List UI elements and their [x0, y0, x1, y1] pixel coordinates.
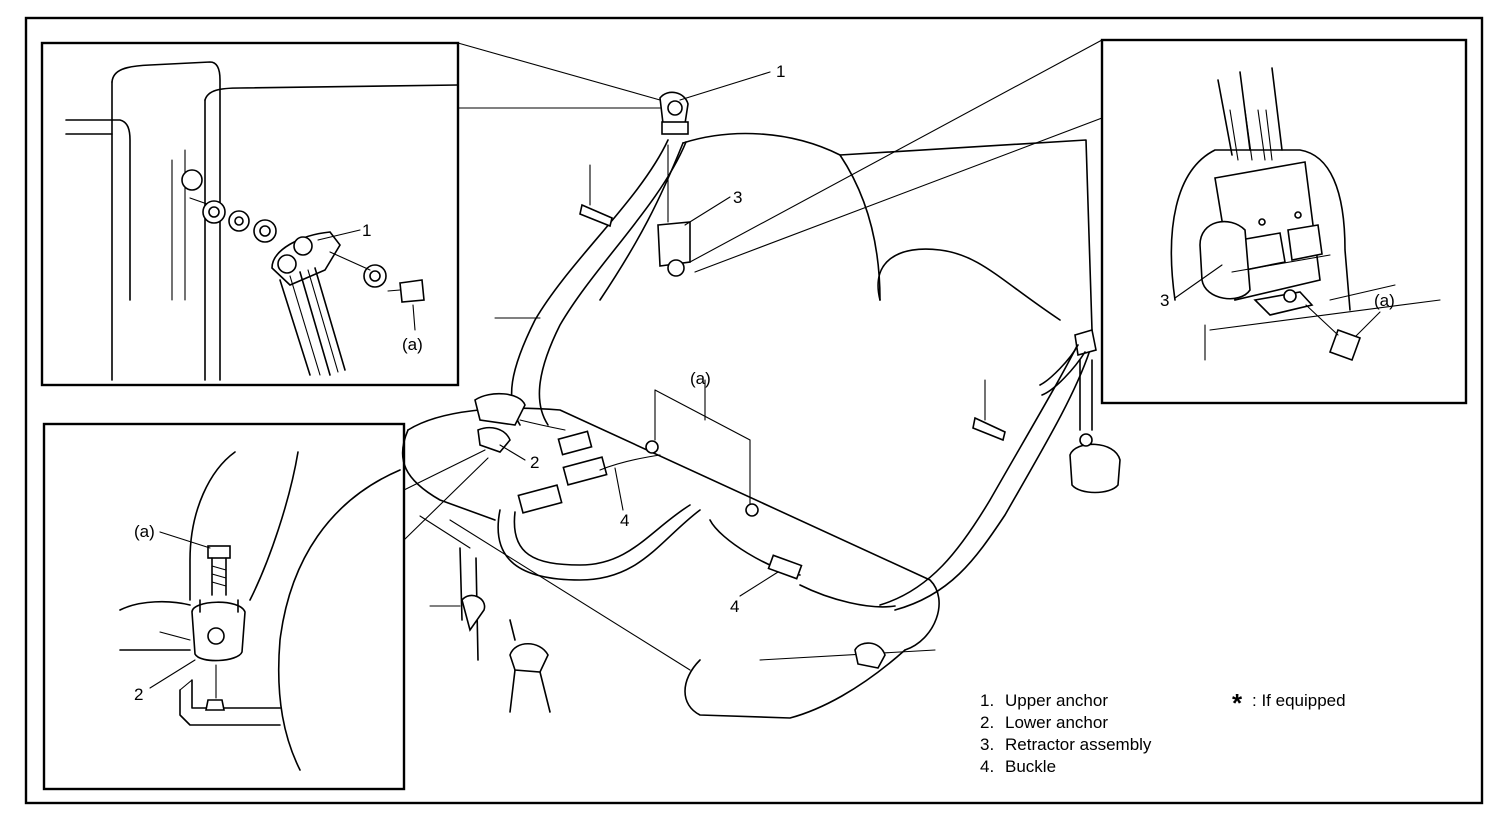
callout-lower-anchor: 2: [530, 453, 539, 472]
legend-note-label: : If equipped: [1252, 691, 1346, 710]
legend-num-2: 2.: [980, 713, 994, 732]
callout-inset-bolt-top-right: (a): [1374, 291, 1395, 310]
inset-frame-top-left: [40, 41, 460, 387]
callout-retractor: 3: [733, 188, 742, 207]
legend-label-4: Buckle: [1005, 757, 1056, 776]
legend: 1. Upper anchor 2. Lower anchor 3. Retra…: [980, 688, 1346, 776]
callout-inset-retractor: 3: [1160, 291, 1169, 310]
callout-inset-upper-anchor: 1: [362, 221, 371, 240]
legend-note-symbol: *: [1232, 688, 1243, 718]
legend-label-3: Retractor assembly: [1005, 735, 1152, 754]
callout-bolt: (a): [690, 369, 711, 388]
inset-frame-top-right: [1100, 38, 1468, 405]
main-illustration: 1 3 (a) 2 4 4: [401, 62, 1121, 719]
legend-num-3: 3.: [980, 735, 994, 754]
callout-upper-anchor: 1: [776, 62, 785, 81]
legend-num-1: 1.: [980, 691, 994, 710]
callout-buckle-center: 4: [620, 511, 629, 530]
outer-frame: [24, 16, 1484, 805]
inset-frame-bottom-left: [42, 422, 406, 791]
inset-retractor: 3 (a): [689, 38, 1468, 405]
callout-buckle-lower: 4: [730, 597, 739, 616]
callout-inset-lower-anchor: 2: [134, 685, 143, 704]
inset-lower-anchor: (a) 2: [42, 422, 489, 791]
callout-inset-bolt-bottom-left: (a): [134, 522, 155, 541]
legend-label-1: Upper anchor: [1005, 691, 1108, 710]
legend-num-4: 4.: [980, 757, 994, 776]
callout-inset-bolt-top-left: (a): [402, 335, 423, 354]
inset-upper-anchor: 1 (a): [40, 41, 661, 387]
legend-label-2: Lower anchor: [1005, 713, 1108, 732]
